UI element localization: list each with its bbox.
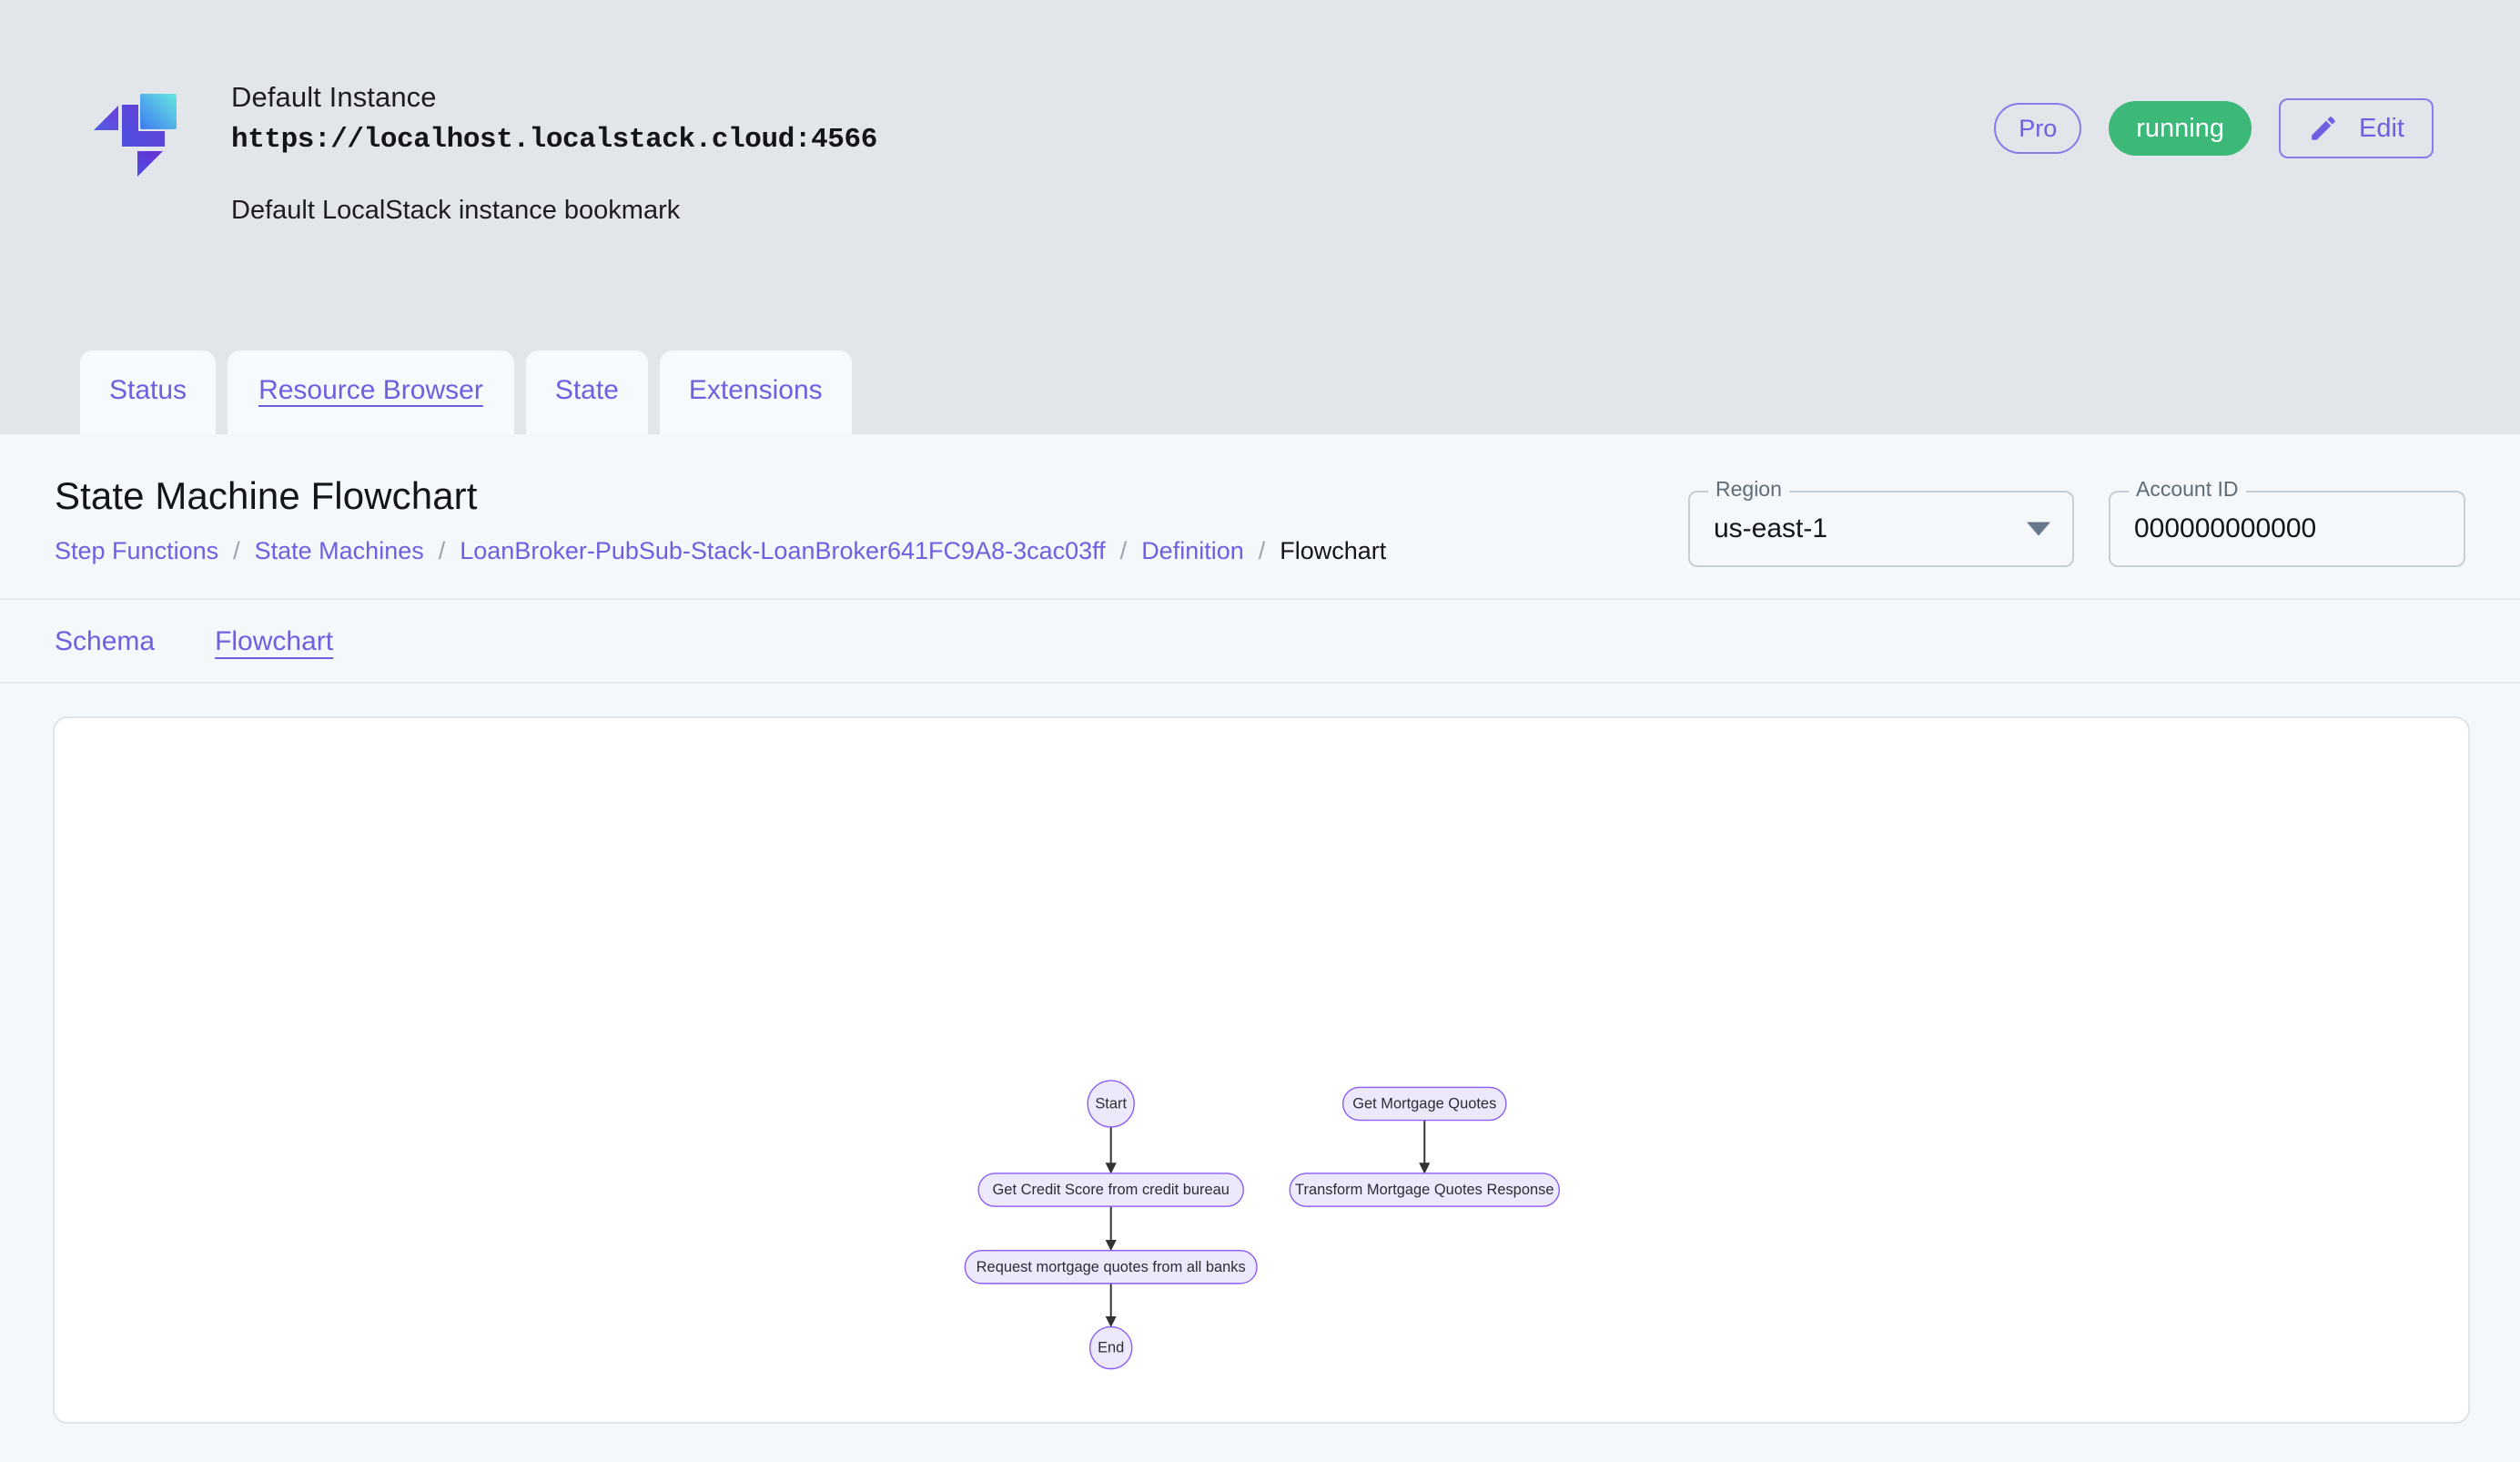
- flowchart-node[interactable]: Start: [1087, 1080, 1135, 1128]
- flowchart-node-label: Start: [1095, 1096, 1127, 1112]
- flowchart-node[interactable]: End: [1088, 1325, 1133, 1370]
- tab-extensions[interactable]: Extensions: [659, 350, 852, 434]
- flowchart-node[interactable]: Transform Mortgage Quotes Response: [1289, 1173, 1560, 1207]
- flowchart-node-label: Get Mortgage Quotes: [1352, 1096, 1496, 1112]
- edit-button[interactable]: Edit: [2279, 98, 2434, 158]
- flowchart-node-label: End: [1098, 1340, 1124, 1356]
- instance-url: https://localhost.localstack.cloud:4566: [231, 123, 877, 156]
- page-header: State Machine Flowchart Step Functions /…: [0, 434, 2520, 600]
- tab-status-label: Status: [109, 375, 187, 405]
- instance-header: Default Instance https://localhost.local…: [0, 0, 2520, 434]
- tab-resource-browser[interactable]: Resource Browser: [228, 350, 514, 434]
- pencil-icon: [2308, 113, 2339, 144]
- account-id-label: Account ID: [2129, 479, 2246, 500]
- tab-status[interactable]: Status: [80, 350, 217, 434]
- region-label: Region: [1708, 479, 1789, 500]
- sub-tabs: Schema Flowchart: [0, 600, 2520, 684]
- flowchart-node-shape: [1088, 1325, 1133, 1370]
- flowchart-node-shape: [964, 1249, 1258, 1284]
- content-area: State Machine Flowchart Step Functions /…: [0, 434, 2520, 1462]
- region-value: us-east-1: [1714, 513, 1828, 543]
- breadcrumb-separator: /: [233, 537, 240, 565]
- page-title: State Machine Flowchart: [55, 474, 478, 517]
- flowchart-node-shape: [1087, 1080, 1135, 1128]
- instance-summary: Default Instance https://localhost.local…: [0, 0, 2520, 228]
- page-header-left: State Machine Flowchart Step Functions /…: [55, 474, 1688, 566]
- edit-button-label: Edit: [2359, 113, 2404, 143]
- breadcrumb-separator: /: [438, 537, 446, 565]
- flowchart-node-label: Request mortgage quotes from all banks: [977, 1259, 1246, 1275]
- tab-state-label: State: [554, 375, 619, 405]
- flowchart-node[interactable]: Get Mortgage Quotes: [1341, 1086, 1507, 1122]
- status-badge: running: [2109, 101, 2252, 156]
- flowchart-node-shape: [1341, 1086, 1507, 1122]
- breadcrumb-separator: /: [1119, 537, 1128, 565]
- breadcrumb-item-state-machine-name[interactable]: LoanBroker-PubSub-Stack-LoanBroker641FC9…: [460, 537, 1106, 565]
- breadcrumb: Step Functions / State Machines / LoanBr…: [55, 536, 1688, 565]
- subtab-schema[interactable]: Schema: [55, 626, 156, 656]
- tab-extensions-label: Extensions: [688, 375, 823, 405]
- header-fields: Region us-east-1 Account ID 000000000000: [1688, 474, 2465, 567]
- localstack-logo-icon: [86, 82, 188, 184]
- tab-state[interactable]: State: [525, 350, 648, 434]
- flowchart-node-label: Get Credit Score from credit bureau: [993, 1182, 1230, 1198]
- instance-name: Default Instance: [231, 81, 437, 113]
- chevron-down-icon[interactable]: [2027, 522, 2050, 536]
- flowchart-node-label: Transform Mortgage Quotes Response: [1295, 1182, 1553, 1198]
- pro-chip[interactable]: Pro: [1994, 103, 2082, 154]
- instance-details: Default Instance https://localhost.local…: [231, 80, 2434, 228]
- main-tabs: Status Resource Browser State Extensions: [80, 350, 852, 434]
- breadcrumb-item-definition[interactable]: Definition: [1141, 537, 1244, 565]
- flowchart-edges: [1105, 1120, 1431, 1328]
- breadcrumb-separator: /: [1258, 537, 1266, 565]
- flowchart-node-shape: [977, 1173, 1244, 1207]
- breadcrumb-item-state-machines[interactable]: State Machines: [254, 537, 424, 565]
- account-id-field[interactable]: Account ID 000000000000: [2109, 479, 2465, 567]
- flowchart-node-shape: [1289, 1173, 1560, 1207]
- breadcrumb-item-flowchart: Flowchart: [1280, 537, 1387, 565]
- tab-resource-browser-label: Resource Browser: [258, 375, 483, 405]
- region-select[interactable]: Region us-east-1: [1688, 479, 2074, 567]
- header-actions: Pro running Edit: [1994, 98, 2434, 158]
- flowchart-node[interactable]: Request mortgage quotes from all banks: [964, 1249, 1258, 1284]
- flowchart-node[interactable]: Get Credit Score from credit bureau: [977, 1173, 1244, 1207]
- subtab-flowchart[interactable]: Flowchart: [215, 626, 334, 656]
- breadcrumb-item-step-functions[interactable]: Step Functions: [55, 537, 219, 565]
- instance-description: Default LocalStack instance bookmark: [231, 195, 681, 225]
- account-id-value: 000000000000: [2134, 513, 2317, 543]
